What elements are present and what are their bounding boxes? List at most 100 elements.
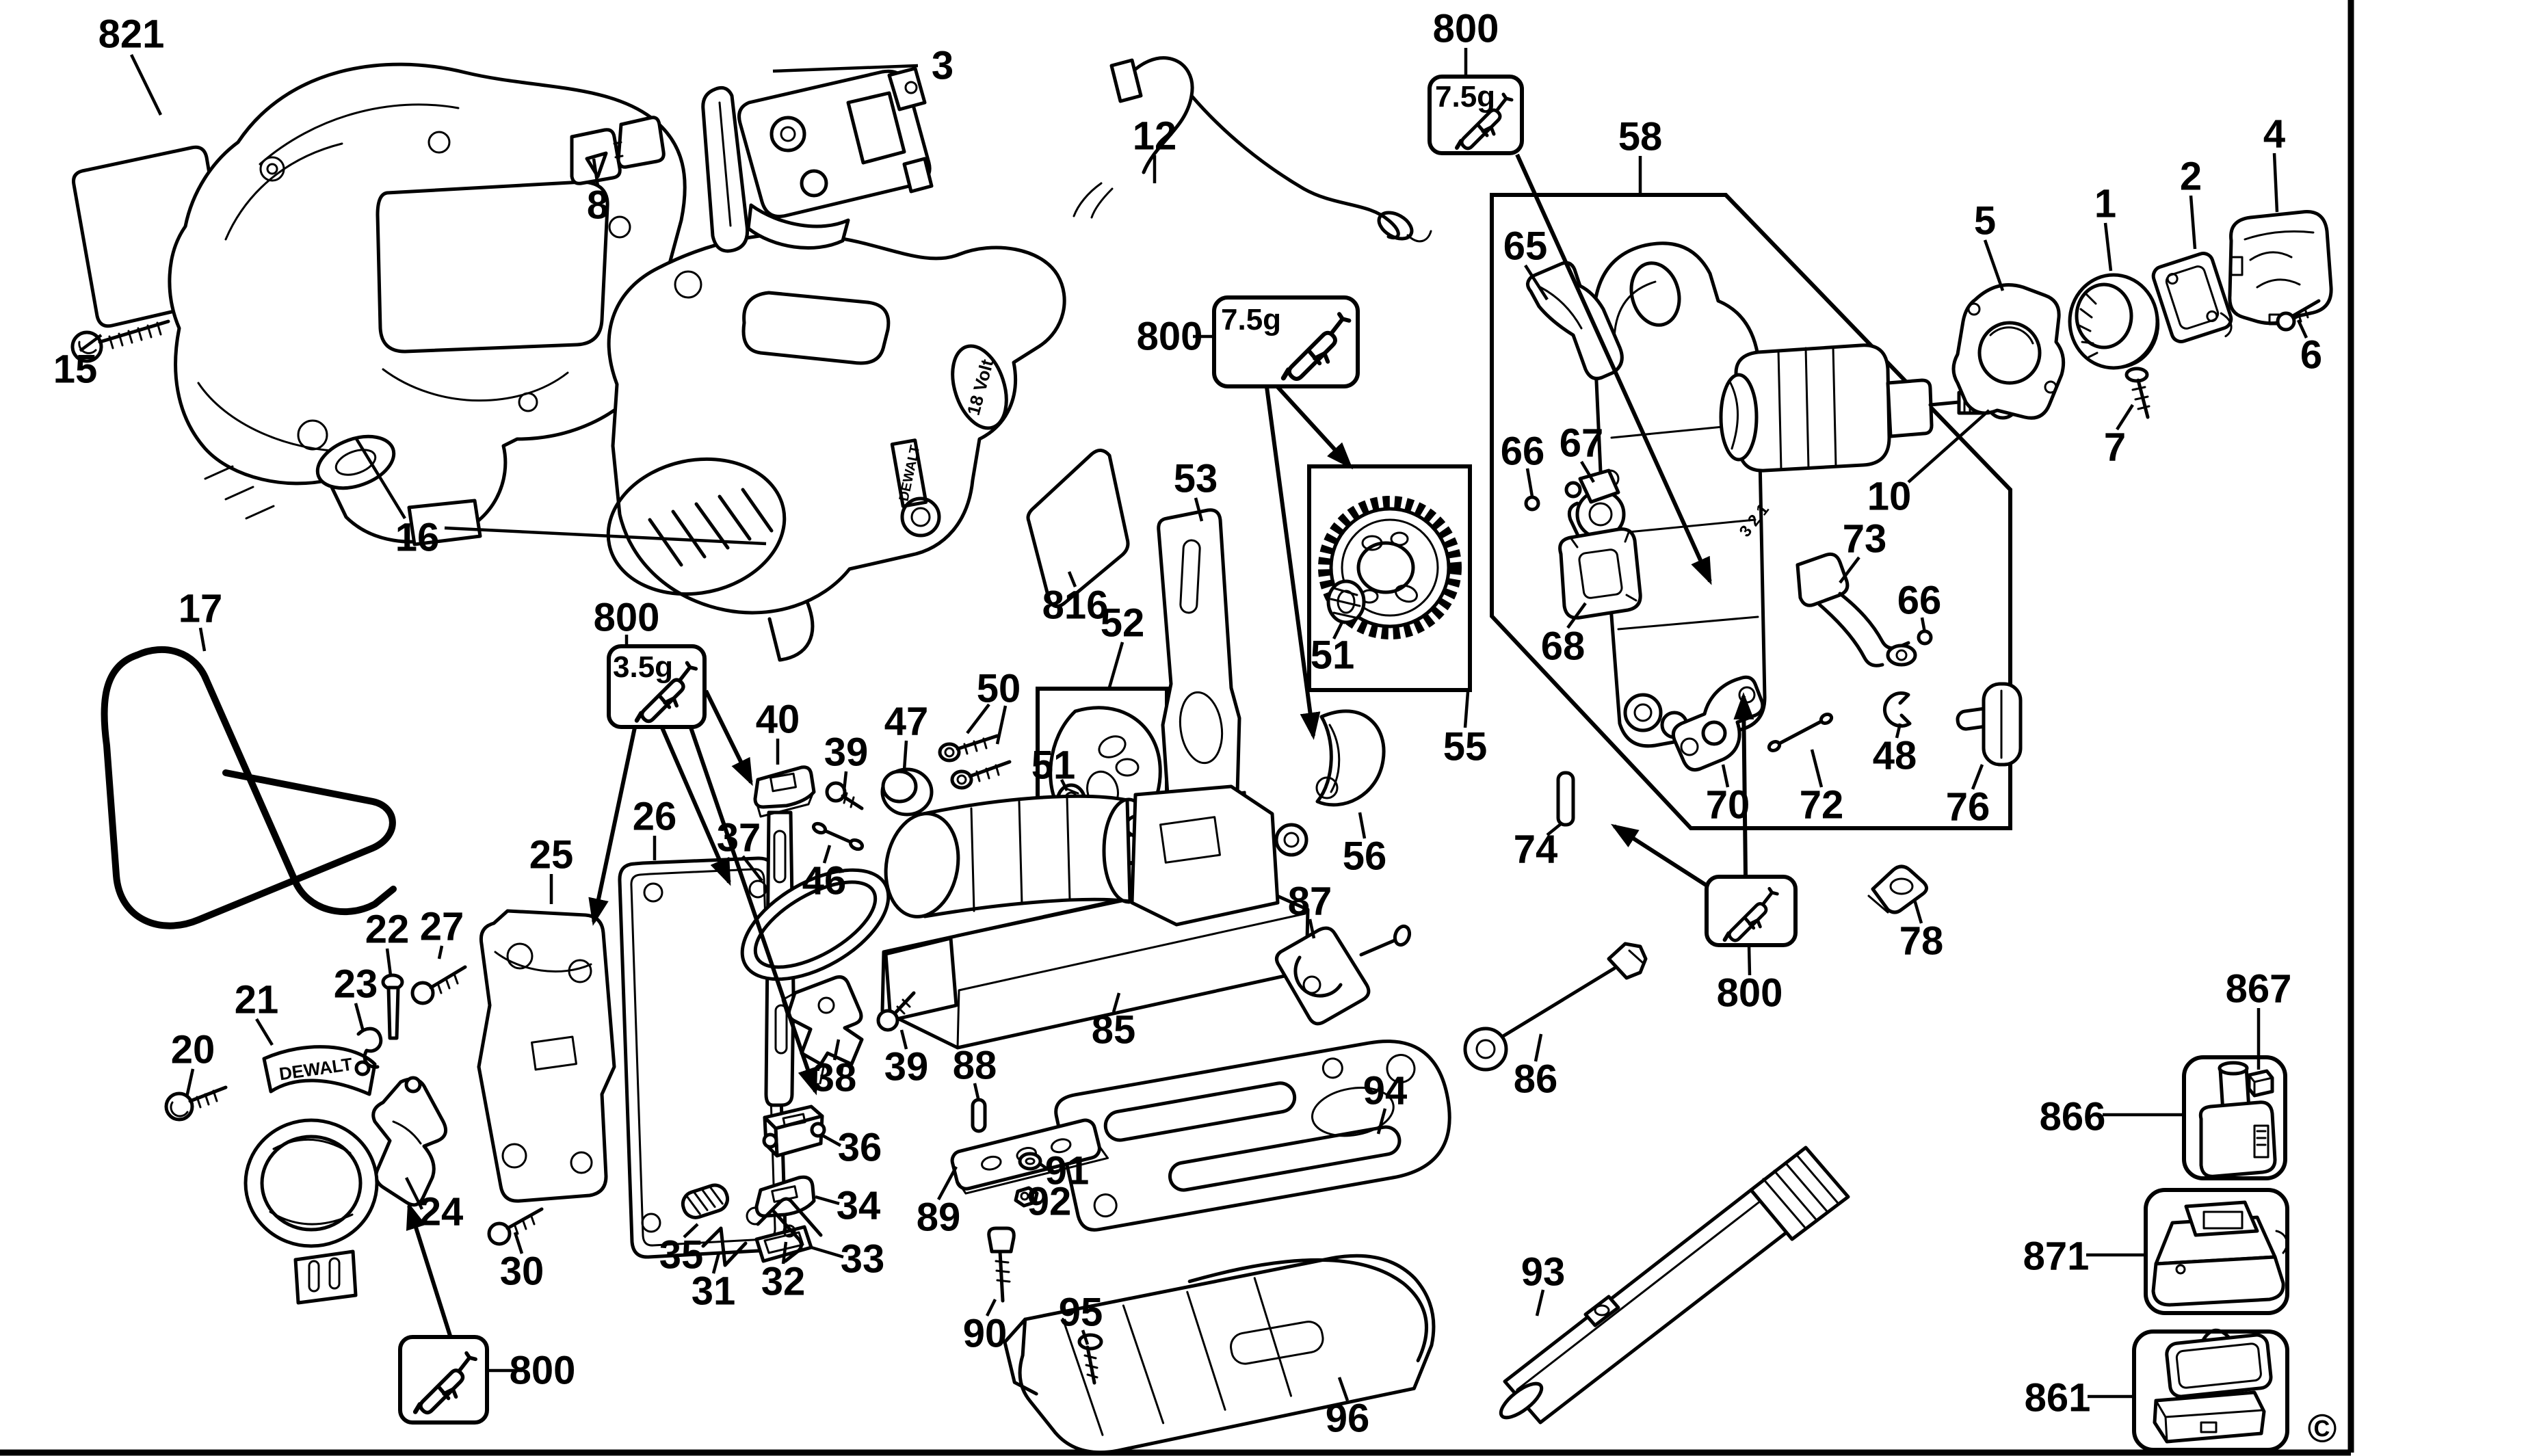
part-58-gearcase-drawing (1592, 241, 1767, 748)
part-6-screw-drawing (2276, 299, 2321, 332)
part-66-ball-left (1524, 495, 1540, 512)
part-label-96: 96 (1326, 1397, 1370, 1441)
leader-line (513, 1232, 524, 1254)
part-73-lever-drawing (1795, 552, 1917, 667)
leader-line (822, 845, 832, 864)
part-label-866: 866 (2040, 1095, 2106, 1139)
part-label-40: 40 (756, 698, 800, 742)
part-867-cap-drawing (2247, 1069, 2274, 1098)
part-90-screw-drawing (987, 1226, 1016, 1303)
part-label-12: 12 (1133, 114, 1177, 159)
leader-line (2103, 222, 2113, 272)
leader-line (437, 945, 444, 959)
part-label-51: 51 (1031, 743, 1076, 788)
part-30-screw-drawing (487, 1207, 544, 1246)
part-74-pin-drawing (1556, 771, 1575, 827)
leader-line (1920, 617, 1927, 633)
part-label-87: 87 (1288, 879, 1332, 924)
part-label-871: 871 (2023, 1234, 2090, 1279)
part-27-screw-drawing (410, 965, 467, 1005)
leader-line (1358, 812, 1367, 839)
part-76-knob-drawing (1956, 682, 2023, 767)
part-93-nozzle-drawing (1499, 1146, 1850, 1425)
part-2-brush-plate-drawing (2151, 252, 2233, 343)
part-label-800: 800 (1717, 971, 1783, 1016)
part-label-17: 17 (179, 587, 223, 631)
leader-line (198, 627, 207, 652)
leader-line (821, 1134, 842, 1147)
part-32-clip-drawing (756, 1197, 823, 1263)
leader-line (985, 1298, 997, 1317)
part-label-24: 24 (419, 1190, 464, 1234)
grease-callout-left: 3.5g (607, 644, 707, 729)
part-label-76: 76 (1946, 785, 1990, 830)
part-58-armature-drawing: 3 2 1 (1719, 343, 1983, 540)
grease-application-arrow (704, 689, 753, 786)
part-88-pin-drawing (971, 1098, 987, 1133)
part-label-89: 89 (917, 1195, 961, 1240)
part-label-800: 800 (1137, 315, 1203, 359)
leader-line (354, 1003, 365, 1032)
part-16-left-housing-drawing (168, 62, 687, 546)
part-37-blade-support-drawing (740, 810, 891, 1107)
part-label-39: 39 (884, 1045, 929, 1089)
part-3-switch-drawing (701, 66, 934, 253)
part-label-94: 94 (1363, 1069, 1408, 1113)
leader-line (129, 54, 163, 116)
gear-group-box-55 (1307, 464, 1472, 692)
leader-line (1376, 1108, 1387, 1135)
part-label-8: 8 (587, 183, 609, 228)
leader-line (1194, 497, 1204, 522)
leader-line (185, 1068, 195, 1098)
leader-line (2272, 153, 2279, 213)
leader-line (79, 334, 103, 352)
part-label-91: 91 (1045, 1149, 1090, 1193)
part-5-bearing-plate-drawing (1951, 283, 2066, 420)
leader-line (1107, 641, 1124, 688)
leader-line (1721, 764, 1730, 788)
part-label-5: 5 (1974, 199, 1996, 243)
part-21-front-cover-drawing: DEWALT (244, 1045, 379, 1305)
part-label-2: 2 (2180, 155, 2202, 199)
part-7-screw-drawing (2124, 367, 2150, 419)
part-label-90: 90 (963, 1312, 1008, 1356)
part-65-lever-drawing (1526, 261, 1624, 380)
part-label-55: 55 (1443, 725, 1488, 769)
part-label-861: 861 (2025, 1376, 2091, 1420)
leader-line (781, 1241, 788, 1265)
part-91-washer-drawing (1018, 1152, 1042, 1171)
part-label-53: 53 (1174, 457, 1218, 501)
copyright-symbol: © (2308, 1407, 2337, 1451)
part-31-wire-spring-drawing (701, 1226, 748, 1267)
part-16-right-housing-drawing: 18 Volt DEWALT (606, 232, 1066, 662)
part-label-21: 21 (235, 978, 279, 1022)
leader-line (1839, 556, 1860, 584)
part-label-66: 66 (1897, 579, 1942, 623)
part-23-spring-drawing (354, 1027, 383, 1076)
leader-line (2189, 195, 2197, 250)
leader-line (1332, 621, 1344, 640)
leader-line (1546, 822, 1563, 836)
part-label-10: 10 (1867, 475, 1912, 519)
part-label-3: 3 (932, 44, 953, 88)
leader-line (2116, 403, 2134, 431)
part-label-37: 37 (717, 816, 761, 860)
part-label-70: 70 (1706, 783, 1750, 828)
leader-line (255, 1018, 274, 1046)
part-label-78: 78 (1899, 919, 1944, 964)
part-96-shoe-drawing (1003, 1254, 1436, 1455)
part-label-48: 48 (1873, 734, 1917, 778)
part-55-gear-drawing (1318, 496, 1462, 639)
part-label-52: 52 (1101, 601, 1145, 646)
part-label-26: 26 (633, 795, 677, 839)
part-label-23: 23 (334, 962, 378, 1007)
part-label-47: 47 (884, 700, 929, 744)
leader-line (832, 1039, 841, 1061)
part-label-867: 867 (2226, 967, 2292, 1011)
part-12-wire-drawing (1073, 56, 1432, 243)
part-87-clamp-drawing (1275, 924, 1412, 1026)
part-8-clip-drawing (570, 116, 666, 185)
part-label-22: 22 (365, 908, 410, 952)
part-label-25: 25 (529, 833, 574, 877)
part-72-pin-drawing (1767, 713, 1834, 752)
